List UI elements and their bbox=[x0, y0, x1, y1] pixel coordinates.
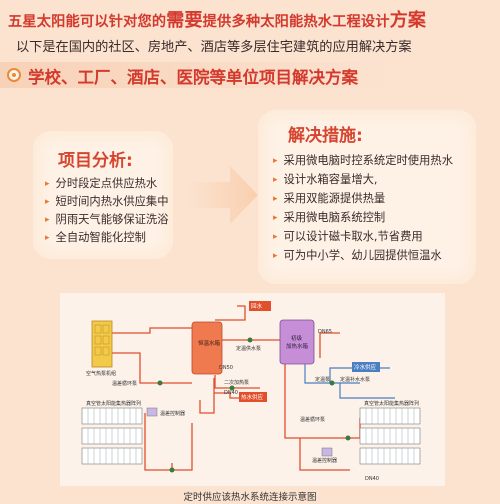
const-pump-label: 定温泵 bbox=[315, 376, 330, 383]
analysis-item: 阴雨天气能够保证洗浴 bbox=[45, 211, 169, 227]
right-arrow-icon bbox=[188, 166, 258, 224]
subheadline: 以下是在国内的社区、房地产、酒店等多层住宅建筑的应用解决方案 bbox=[16, 40, 412, 55]
headline-emphasis: 需要 bbox=[166, 10, 203, 31]
collector-right-label: 真空管太阳能集热器阵列 bbox=[364, 400, 419, 407]
headline-part1: 五星太阳能可以针对您的 bbox=[8, 14, 167, 30]
air-pump-unit bbox=[91, 320, 113, 368]
heat-supply-label: 热水供应 bbox=[241, 393, 264, 401]
solution-item: 采用双能源提供热量 bbox=[273, 190, 386, 206]
controller-right-label: 温差控制器 bbox=[312, 457, 337, 464]
dn65-label: DN65 bbox=[318, 329, 332, 335]
controller-left bbox=[146, 407, 158, 417]
tank2-label-line1: 初级 bbox=[291, 334, 303, 342]
section-banner bbox=[0, 62, 500, 88]
analysis-title: 项目分析: bbox=[58, 151, 133, 171]
tank1-label: 恒温水箱 bbox=[198, 339, 221, 347]
analysis-item: 分时段定点供应热水 bbox=[45, 175, 158, 191]
solution-item: 采用微电脑时控系统定时使用热水 bbox=[273, 152, 453, 168]
pump-valves bbox=[157, 337, 351, 473]
constant-temp-tank bbox=[191, 321, 223, 375]
collector-left-label: 真空管太阳能集热器阵列 bbox=[86, 400, 141, 407]
solution-item: 采用微电脑系统控制 bbox=[273, 209, 386, 225]
cold-supply-label: 冷水供应 bbox=[354, 363, 377, 371]
temp-circ-label: 温差循环泵 bbox=[112, 380, 137, 387]
air-pump-label: 空气热泵机组 bbox=[86, 370, 116, 377]
dn40-label: DN40 bbox=[224, 390, 238, 396]
dn40b-label: DN40 bbox=[365, 476, 379, 482]
circle-bullet-icon bbox=[7, 68, 21, 82]
primary-heat-tank bbox=[279, 319, 315, 365]
solution-item: 可为中小学、幼儿园提供恒温水 bbox=[273, 247, 442, 263]
backwater-label: 回水 bbox=[251, 302, 263, 310]
solution-item: 可以设计磁卡取水,节省费用 bbox=[273, 228, 423, 244]
solution-item: 设计水箱容量增大, bbox=[273, 171, 378, 187]
solution-title: 解决措施: bbox=[288, 126, 363, 146]
temp-circ-right-label: 温差循环泵 bbox=[300, 416, 325, 423]
diagram-caption: 定时供应该热水系统连接示意图 bbox=[183, 492, 317, 503]
section-banner-title: 学校、工厂、酒店、医院等单位项目解决方案 bbox=[28, 68, 358, 87]
headline: 五星太阳能可以针对您的需要提供多种太阳能热水工程设计方案 bbox=[8, 6, 426, 32]
collector-array-right bbox=[359, 407, 421, 465]
tank2-label-line2: 加热水箱 bbox=[286, 342, 309, 350]
const-level-label: 定温补水水泵 bbox=[340, 376, 370, 383]
const-supply-label: 定温供水泵 bbox=[236, 345, 261, 352]
headline-part2: 提供多种太阳能热水工程设计 bbox=[202, 14, 390, 30]
analysis-item: 全自动智能化控制 bbox=[45, 229, 146, 245]
controller-left-label: 温差控制器 bbox=[160, 410, 185, 417]
controller-right bbox=[321, 447, 333, 457]
secondary-pump-label: 二次加热泵 bbox=[224, 379, 249, 386]
collector-array-left bbox=[81, 407, 143, 465]
analysis-item: 短时间内热水供应集中 bbox=[45, 193, 169, 209]
system-diagram: 空气热泵机组 回水 恒温水箱 定温供水泵 DN50 二次加热泵 DN40 热水供… bbox=[60, 293, 445, 486]
dn50-label: DN50 bbox=[219, 365, 233, 371]
headline-emphasis-2: 方案 bbox=[389, 10, 427, 31]
